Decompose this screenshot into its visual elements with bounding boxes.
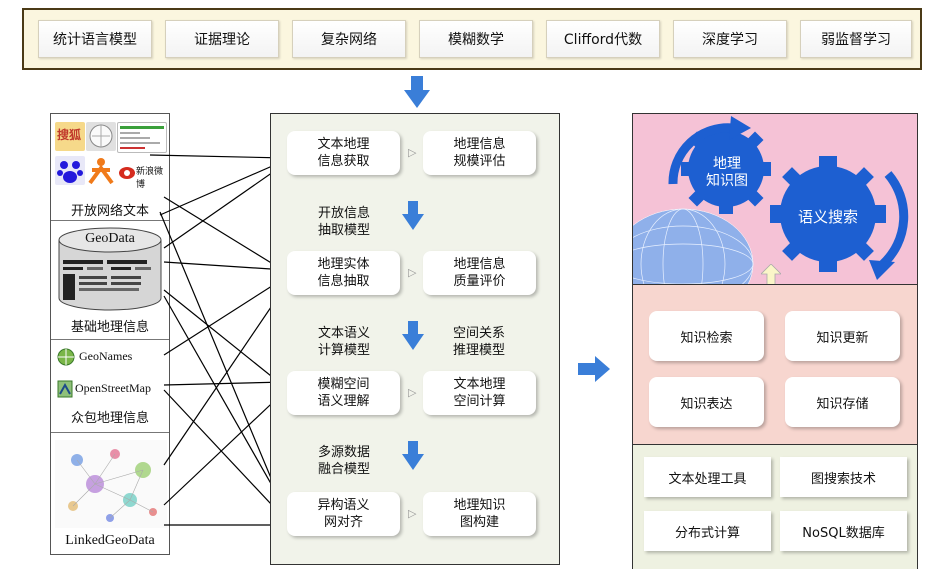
up-arrow-icon bbox=[761, 264, 781, 286]
basic-geo-label: 基础地理信息 bbox=[70, 320, 149, 335]
person-logo bbox=[86, 156, 116, 185]
right-arrow-icon: ▷ bbox=[408, 507, 417, 520]
theory-weak-supervision: 弱监督学习 bbox=[800, 20, 912, 58]
gears-illustration bbox=[633, 116, 909, 284]
text-geo-spatial-compute-box: 文本地理 空间计算 bbox=[423, 371, 536, 415]
theory-stat-language-model: 统计语言模型 bbox=[38, 20, 152, 58]
knowledge-section: 知识检索 知识更新 知识表达 知识存储 bbox=[633, 284, 917, 445]
application-panel: 地理 知识图 语义搜索 知识检索 知识更新 知识表达 知识存储 文本处理工具 图… bbox=[632, 113, 918, 569]
right-arrow-icon: ▷ bbox=[408, 386, 417, 399]
geonames-label: GeoNames bbox=[79, 349, 133, 363]
knowledge-update-box: 知识更新 bbox=[785, 311, 900, 361]
osm-label: OpenStreetMap bbox=[75, 381, 151, 395]
theory-clifford: Clifford代数 bbox=[546, 20, 660, 58]
theory-complex-network: 复杂网络 bbox=[292, 20, 406, 58]
right-arrow-icon bbox=[578, 356, 610, 382]
theory-bar: 统计语言模型 证据理论 复杂网络 模糊数学 Clifford代数 深度学习 弱监… bbox=[22, 8, 922, 70]
text-semantic-model-label: 文本语义 计算模型 bbox=[317, 326, 370, 358]
theory-evidence: 证据理论 bbox=[165, 20, 279, 58]
geodata-label: GeoData bbox=[85, 231, 135, 246]
heterogeneous-alignment-box: 异构语义 网对齐 bbox=[287, 492, 400, 536]
theory-fuzzy-math: 模糊数学 bbox=[419, 20, 533, 58]
sina-weibo-logo: 新浪微博 bbox=[117, 156, 165, 190]
text-geo-acquisition-box: 文本地理 信息获取 bbox=[287, 131, 400, 175]
right-arrow-icon: ▷ bbox=[408, 146, 417, 159]
geo-entity-extract-box: 地理实体 信息抽取 bbox=[287, 251, 400, 295]
wikipedia-logo bbox=[86, 122, 116, 151]
cycle-arrow-icon bbox=[668, 123, 909, 268]
tools-section: 文本处理工具 图搜索技术 分布式计算 NoSQL数据库 bbox=[633, 444, 917, 569]
right-arrow-icon: ▷ bbox=[408, 266, 417, 279]
geo-kg-gear-label: 地理 知识图 bbox=[706, 156, 748, 189]
down-arrow-icon bbox=[402, 321, 424, 350]
gear-icon bbox=[681, 124, 771, 214]
geo-quality-eval-box: 地理信息 质量评价 bbox=[423, 251, 536, 295]
geo-kg-construction-box: 地理知识 图构建 bbox=[423, 492, 536, 536]
down-arrow-icon bbox=[404, 76, 430, 108]
web-text-label: 开放网络文本 bbox=[70, 204, 149, 219]
down-arrow-icon bbox=[402, 201, 424, 230]
geodata-database-icon bbox=[58, 227, 162, 311]
osm-logo-icon bbox=[57, 380, 73, 398]
geo-scale-eval-box: 地理信息 规模评估 bbox=[423, 131, 536, 175]
down-arrow-icon bbox=[402, 441, 424, 470]
linked-graph-thumbnail bbox=[55, 440, 167, 528]
nosql-database-box: NoSQL数据库 bbox=[780, 511, 907, 551]
geonames-globe-icon bbox=[57, 348, 75, 366]
theory-deep-learning: 深度学习 bbox=[673, 20, 787, 58]
fuzzy-spatial-understanding-box: 模糊空间 语义理解 bbox=[287, 371, 400, 415]
webpage-thumbnail bbox=[117, 122, 167, 153]
linkedgeodata-label: LinkedGeoData bbox=[65, 533, 155, 548]
globe-icon bbox=[633, 208, 754, 284]
crowd-geo-label: 众包地理信息 bbox=[70, 411, 149, 426]
semantic-search-gear-label: 语义搜索 bbox=[797, 208, 858, 226]
baidu-logo bbox=[55, 156, 85, 185]
spatial-reasoning-model-label: 空间关系 推理模型 bbox=[452, 326, 505, 358]
knowledge-storage-box: 知识存储 bbox=[785, 377, 900, 427]
graph-search-tech-box: 图搜索技术 bbox=[780, 457, 907, 497]
knowledge-retrieval-box: 知识检索 bbox=[649, 311, 764, 361]
knowledge-representation-box: 知识表达 bbox=[649, 377, 764, 427]
kg-search-section: 地理 知识图 语义搜索 bbox=[633, 114, 917, 286]
open-extract-model-label: 开放信息 抽取模型 bbox=[317, 206, 370, 238]
text-processing-tools-box: 文本处理工具 bbox=[644, 457, 771, 497]
sohu-logo: 搜狐 bbox=[55, 122, 85, 151]
methods-panel: 文本地理 信息获取 ▷ 地理信息 规模评估 开放信息 抽取模型 地理实体 信息抽… bbox=[270, 113, 560, 565]
multisource-fusion-model-label: 多源数据 融合模型 bbox=[317, 445, 370, 477]
distributed-computing-box: 分布式计算 bbox=[644, 511, 771, 551]
data-source-panel: 搜狐 新浪微博 开放网络文本 GeoData 基础地理信息 GeoNames O… bbox=[50, 113, 170, 555]
